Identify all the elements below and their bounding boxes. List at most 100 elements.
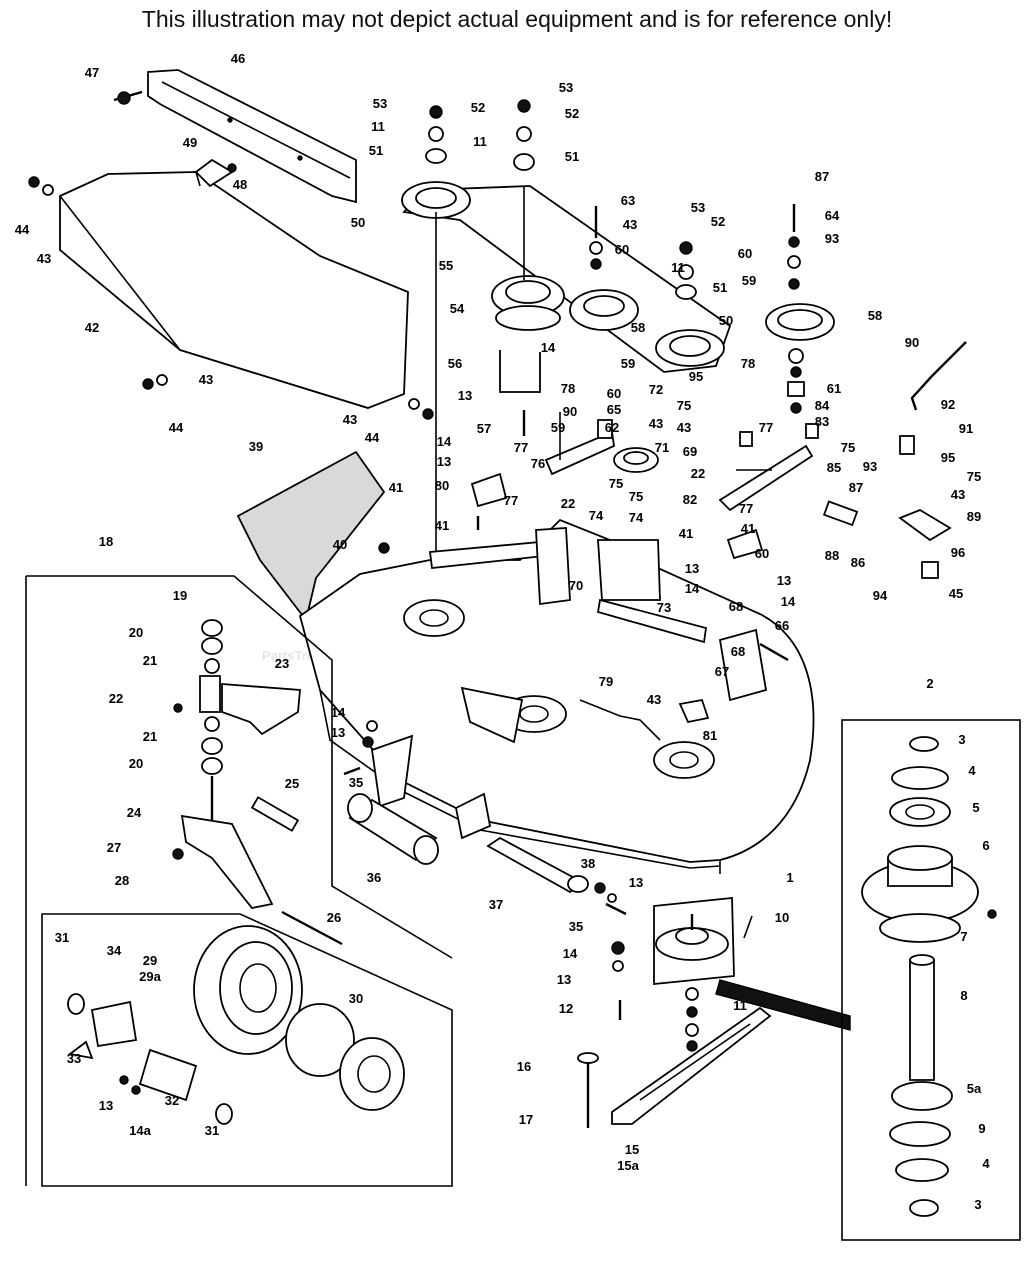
callout-label: 51 (369, 143, 383, 158)
callout-label: 43 (343, 412, 357, 427)
callout-label: 93 (863, 459, 877, 474)
callout-label: 41 (679, 526, 693, 541)
callout-label: 40 (333, 537, 347, 552)
callout-label: 32 (165, 1093, 179, 1108)
callout-label: 20 (129, 625, 143, 640)
callout-label: 95 (689, 369, 703, 384)
callout-label: 54 (450, 301, 465, 316)
callout-label: 11 (473, 134, 487, 149)
callout-label: 52 (565, 106, 579, 121)
callout-label: 49 (183, 135, 197, 150)
mower-deck (236, 450, 815, 874)
callout-label: 4 (982, 1156, 990, 1171)
callout-label: 48 (233, 177, 247, 192)
callout-label: 14 (541, 340, 556, 355)
callout-label: 92 (941, 397, 955, 412)
callout-label: 77 (504, 493, 518, 508)
callout-label: 53 (373, 96, 387, 111)
callout-label: 70 (569, 578, 583, 593)
callout-label: 43 (623, 217, 637, 232)
callout-label: 60 (738, 246, 752, 261)
callout-label: 7 (960, 929, 967, 944)
callout-label: 39 (249, 439, 263, 454)
callout-label: 89 (967, 509, 981, 524)
callout-label: 84 (815, 398, 830, 413)
callout-label: 76 (531, 456, 545, 471)
wheel-assembly-box (41, 913, 453, 1187)
callout-label: 86 (851, 555, 865, 570)
callout-label: 94 (873, 588, 888, 603)
callout-label: 38 (581, 856, 595, 871)
callout-label: 55 (439, 258, 453, 273)
callout-label: 9 (978, 1121, 985, 1136)
roller-assembly (347, 793, 627, 916)
callout-label: 28 (115, 873, 129, 888)
callout-label: 20 (129, 756, 143, 771)
callout-label: 3 (974, 1197, 981, 1212)
callout-label: 51 (713, 280, 727, 295)
callout-label: 22 (109, 691, 123, 706)
callout-label: 13 (685, 561, 699, 576)
callout-label: 13 (557, 972, 571, 987)
callout-label: 35 (349, 775, 363, 790)
callout-label: 13 (99, 1098, 113, 1113)
callout-label: 45 (949, 586, 963, 601)
callout-label: 19 (173, 588, 187, 603)
callout-label: 16 (517, 1059, 531, 1074)
callout-label: 1 (786, 870, 793, 885)
callout-label: 4 (968, 763, 976, 778)
callout-label: 47 (85, 65, 99, 80)
callout-label: 72 (649, 382, 663, 397)
callout-label: 52 (471, 100, 485, 115)
caster-assembly-box (25, 575, 453, 1186)
callout-label: 13 (437, 454, 451, 469)
callout-label: 14 (437, 434, 452, 449)
callout-label: 65 (607, 402, 621, 417)
watermark: PartsTree (262, 648, 321, 663)
callout-label: 8 (960, 988, 967, 1003)
callout-label: 90 (905, 335, 919, 350)
callout-label: 75 (967, 469, 981, 484)
callout-label: 43 (649, 416, 663, 431)
callout-label: 26 (327, 910, 341, 925)
callout-label: 29 (143, 953, 157, 968)
callout-label: 10 (775, 910, 789, 925)
callout-label: 51 (565, 149, 579, 164)
callout-label: 11 (671, 260, 685, 275)
idler-brackets (470, 341, 967, 579)
callout-label: 30 (349, 991, 363, 1006)
callout-label: 53 (559, 80, 573, 95)
callout-label: 74 (589, 508, 604, 523)
callout-label: 43 (647, 692, 661, 707)
callout-label: 6 (982, 838, 989, 853)
callout-label: 58 (868, 308, 882, 323)
callout-label: 59 (551, 420, 565, 435)
callout-label: 61 (827, 381, 841, 396)
shield-hardware (28, 91, 789, 776)
callout-label: 75 (841, 440, 855, 455)
callout-label: 68 (731, 644, 745, 659)
callout-label: 23 (275, 656, 289, 671)
callout-label: 14 (685, 581, 700, 596)
callout-label: 60 (755, 546, 769, 561)
callout-label: 12 (559, 1001, 573, 1016)
callout-label: 24 (127, 805, 142, 820)
callout-label: 46 (231, 51, 245, 66)
callout-label: 75 (629, 489, 643, 504)
callout-label: 14 (563, 946, 578, 961)
callout-label: 41 (389, 480, 403, 495)
callout-label: 67 (715, 664, 729, 679)
callout-label: 62 (605, 420, 619, 435)
callout-label: 69 (683, 444, 697, 459)
line-art (25, 69, 1021, 1241)
callout-label: 68 (729, 599, 743, 614)
callout-label: 13 (777, 573, 791, 588)
callout-label: 44 (15, 222, 30, 237)
callout-label: 31 (55, 930, 69, 945)
callout-label: 2 (926, 676, 933, 691)
callout-label: 57 (477, 421, 491, 436)
callout-label: 78 (741, 356, 755, 371)
callout-label: 73 (657, 600, 671, 615)
callout-label: 80 (435, 478, 449, 493)
